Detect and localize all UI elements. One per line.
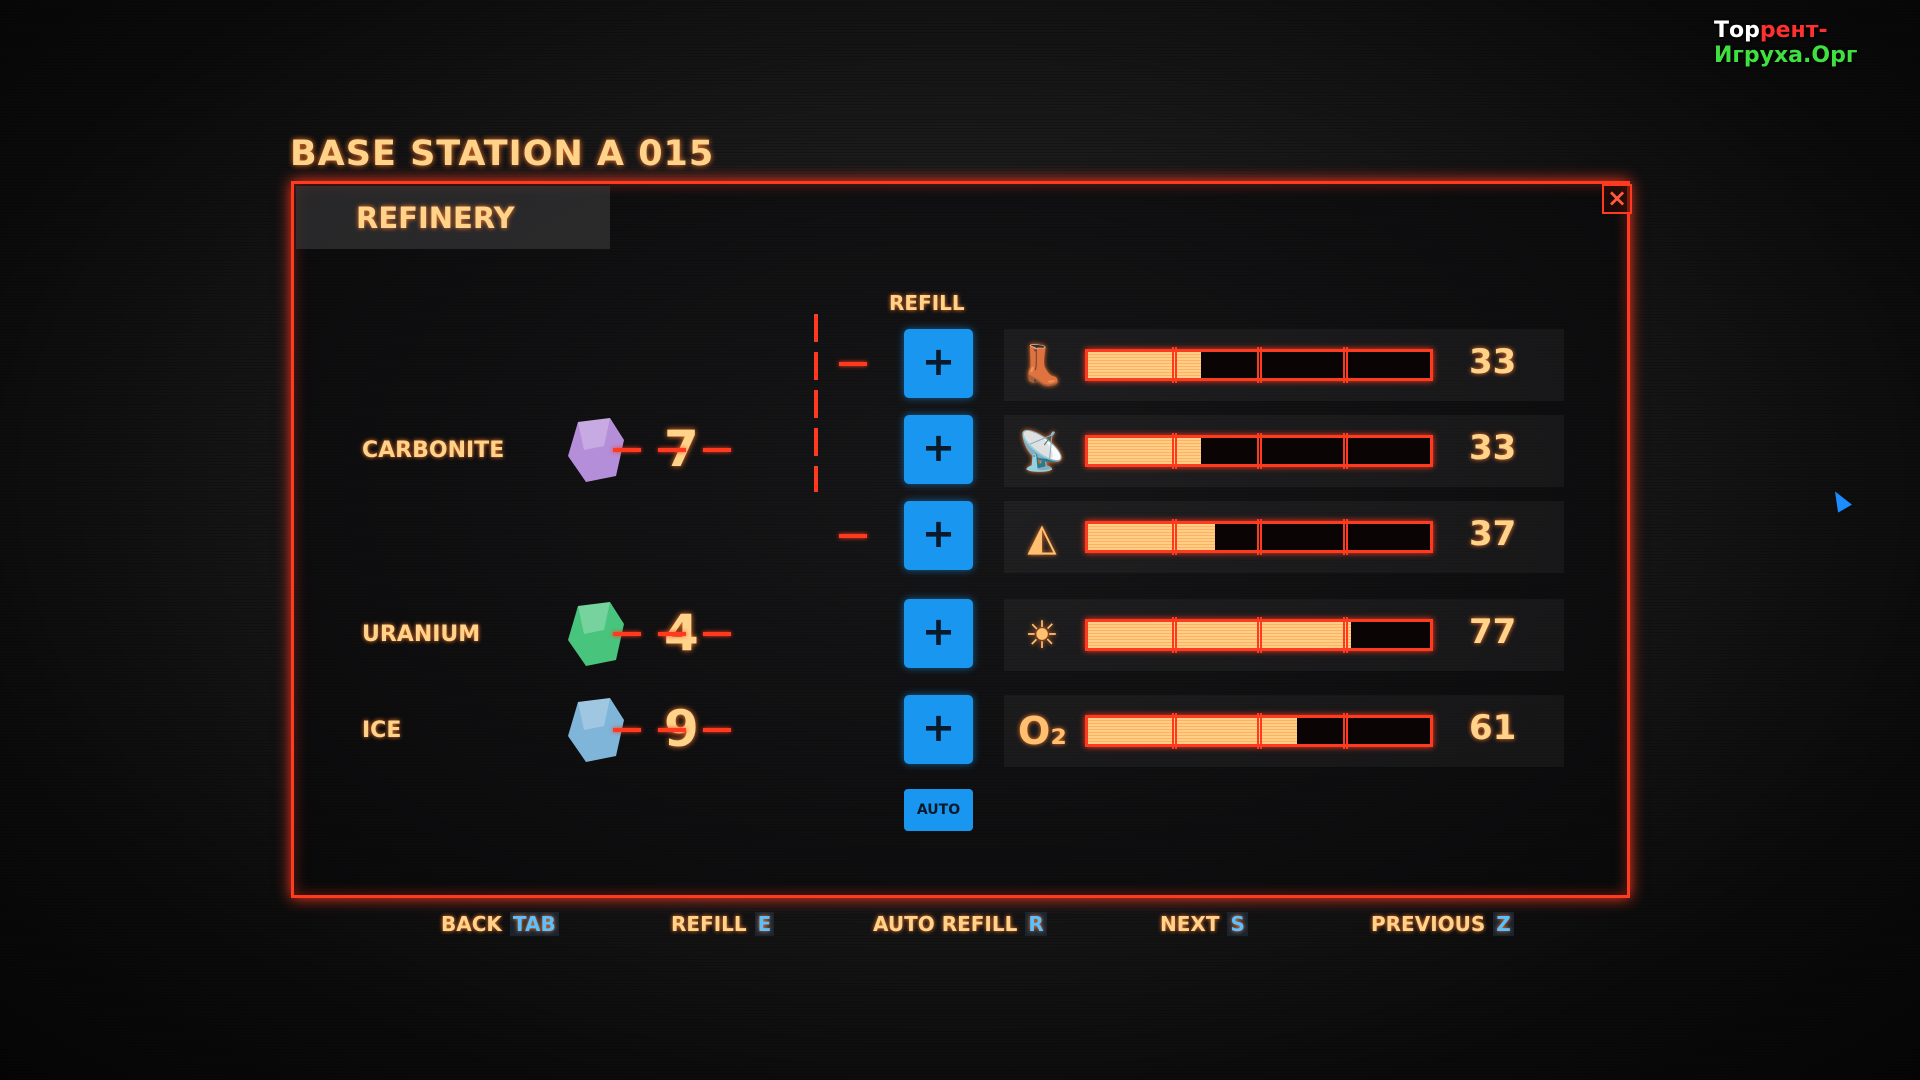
connector-line [814, 314, 818, 492]
bar-tick [1342, 713, 1348, 749]
footer-action[interactable]: PREVIOUS Z [1371, 912, 1514, 936]
connector-dash [703, 728, 731, 732]
mouse-cursor [1828, 487, 1852, 513]
ice-crystal-icon [568, 698, 624, 762]
connector-dash [658, 632, 686, 636]
stat-row: + ◭ 37 [294, 496, 1627, 576]
action-label: AUTO REFILL [873, 912, 1018, 936]
stat-bar-fill [1088, 718, 1297, 744]
refill-plus-button[interactable]: + [904, 695, 973, 764]
bar-tick [1342, 617, 1348, 653]
connector-dash [658, 728, 686, 732]
bar-tick [1171, 347, 1177, 383]
carbonite-crystal-icon [568, 418, 624, 482]
stat-row: ICE 9+ O₂ 61 [294, 690, 1627, 770]
sun-icon: ☀ [1024, 613, 1060, 657]
bar-tick [1257, 519, 1263, 555]
stat-bar [1085, 519, 1433, 555]
bar-tick [1257, 433, 1263, 469]
stat-row: CARBONITE 7+ 📡 33 [294, 410, 1627, 490]
bar-tick [1171, 617, 1177, 653]
refill-plus-button[interactable]: + [904, 599, 973, 668]
resource-name: CARBONITE [362, 438, 505, 463]
drill-icon: ◭ [1027, 515, 1057, 559]
key-hint: TAB [509, 912, 559, 936]
refill-plus-button[interactable]: + [904, 501, 973, 570]
stat-value: 37 [1469, 514, 1517, 554]
refill-plus-button[interactable]: + [904, 415, 973, 484]
bar-tick [1171, 713, 1177, 749]
tab-refinery[interactable]: REFINERY [296, 186, 610, 249]
bar-tick [1342, 347, 1348, 383]
connector-dash [613, 448, 641, 452]
action-label: PREVIOUS [1371, 912, 1486, 936]
boot-icon: 👢 [1018, 343, 1066, 387]
key-hint: E [754, 912, 775, 936]
stat-value: 33 [1469, 342, 1517, 382]
connector-dash [613, 728, 641, 732]
stat-bar-fill [1088, 438, 1201, 464]
refill-plus-button[interactable]: + [904, 329, 973, 398]
connector-dash [658, 448, 686, 452]
resource-name: URANIUM [362, 622, 481, 647]
uranium-crystal-icon [568, 602, 624, 666]
stat-row: URANIUM 4+ ☀ 77 [294, 594, 1627, 674]
bar-tick [1257, 347, 1263, 383]
key-hint: R [1025, 912, 1047, 936]
oxygen-icon: O₂ [1018, 709, 1067, 753]
key-hint: Z [1493, 912, 1514, 936]
action-label: BACK [441, 912, 502, 936]
satellite-dish-icon: 📡 [1018, 429, 1066, 473]
stat-value: 61 [1469, 708, 1517, 748]
stat-bar [1085, 713, 1433, 749]
footer-action[interactable]: REFILL E [671, 912, 775, 936]
stat-bar-fill [1088, 622, 1352, 648]
bar-tick [1171, 519, 1177, 555]
footer-action[interactable]: NEXT S [1160, 912, 1248, 936]
stat-bar [1085, 617, 1433, 653]
connector-dash [613, 632, 641, 636]
stat-bar-fill [1088, 352, 1201, 378]
watermark: Торрент-Игруха.Орг [1714, 18, 1858, 68]
station-title: BASE STATION A 015 [290, 134, 715, 174]
resource-name: ICE [362, 718, 402, 743]
stat-bar [1085, 347, 1433, 383]
action-label: REFILL [671, 912, 747, 936]
bar-tick [1171, 433, 1177, 469]
refill-header: REFILL [889, 291, 965, 315]
key-hint: S [1227, 912, 1248, 936]
connector-dash [703, 632, 731, 636]
footer-action[interactable]: BACK TAB [441, 912, 559, 936]
footer-action[interactable]: AUTO REFILL R [873, 912, 1047, 936]
stat-bar-fill [1088, 524, 1215, 550]
bar-tick [1257, 713, 1263, 749]
auto-refill-button[interactable]: AUTO [904, 789, 973, 831]
stat-value: 77 [1469, 612, 1517, 652]
stat-row: + 👢 33 [294, 324, 1627, 404]
connector-dash [839, 362, 867, 366]
bar-tick [1257, 617, 1263, 653]
stat-bar [1085, 433, 1433, 469]
close-button[interactable]: × [1602, 184, 1632, 214]
stat-value: 33 [1469, 428, 1517, 468]
connector-dash [839, 534, 867, 538]
connector-dash [703, 448, 731, 452]
bar-tick [1342, 519, 1348, 555]
bar-tick [1342, 433, 1348, 469]
action-label: NEXT [1160, 912, 1220, 936]
